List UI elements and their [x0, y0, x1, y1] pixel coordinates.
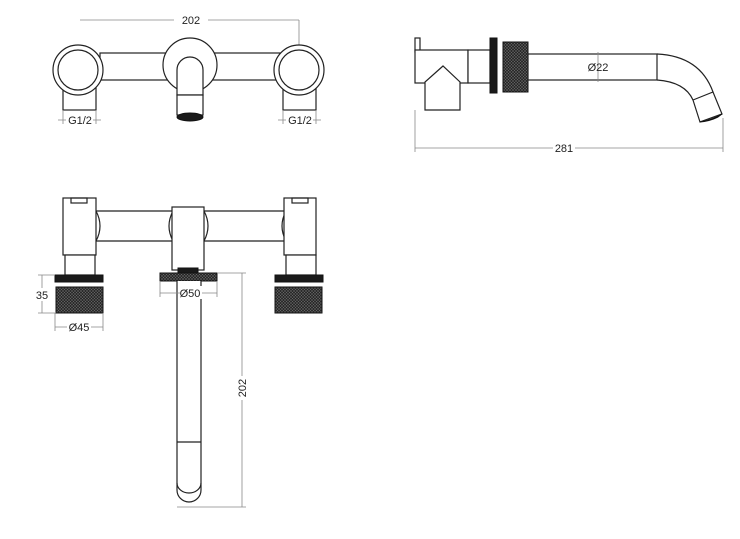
right-body	[283, 197, 317, 256]
flange-diameter-label: Ø50	[180, 288, 201, 300]
side-knurled-handle	[502, 41, 529, 93]
right-knurled-handle	[274, 286, 323, 314]
handle-height-label: 35	[36, 290, 48, 302]
left-knurled-handle	[55, 286, 104, 314]
side-view: Ø22 281	[414, 37, 724, 155]
width-dimension-label: 202	[182, 15, 200, 27]
top-view: 202 G1/2 G1/2	[52, 13, 325, 127]
handle-diameter-label: Ø45	[69, 322, 90, 334]
left-body	[62, 197, 97, 256]
right-thread-label: G1/2	[288, 115, 312, 127]
side-inlet	[424, 65, 461, 111]
spout-flange-front	[159, 272, 218, 282]
side-nut	[489, 37, 498, 94]
right-handle	[273, 44, 325, 96]
left-thread-label: G1/2	[68, 115, 92, 127]
left-bar	[95, 210, 174, 242]
side-spout-pipe	[527, 53, 658, 81]
right-bar	[203, 210, 287, 242]
front-view: 35 Ø45 Ø50 202	[33, 197, 324, 508]
aerator	[176, 112, 204, 122]
left-handle	[52, 44, 104, 96]
spout	[176, 56, 204, 96]
length-dimension-label: 281	[555, 143, 573, 155]
center-block	[171, 206, 205, 271]
spout-diameter-label: Ø22	[588, 62, 609, 74]
front-spout-pipe	[176, 281, 202, 503]
spout-length-label: 202	[237, 379, 249, 397]
